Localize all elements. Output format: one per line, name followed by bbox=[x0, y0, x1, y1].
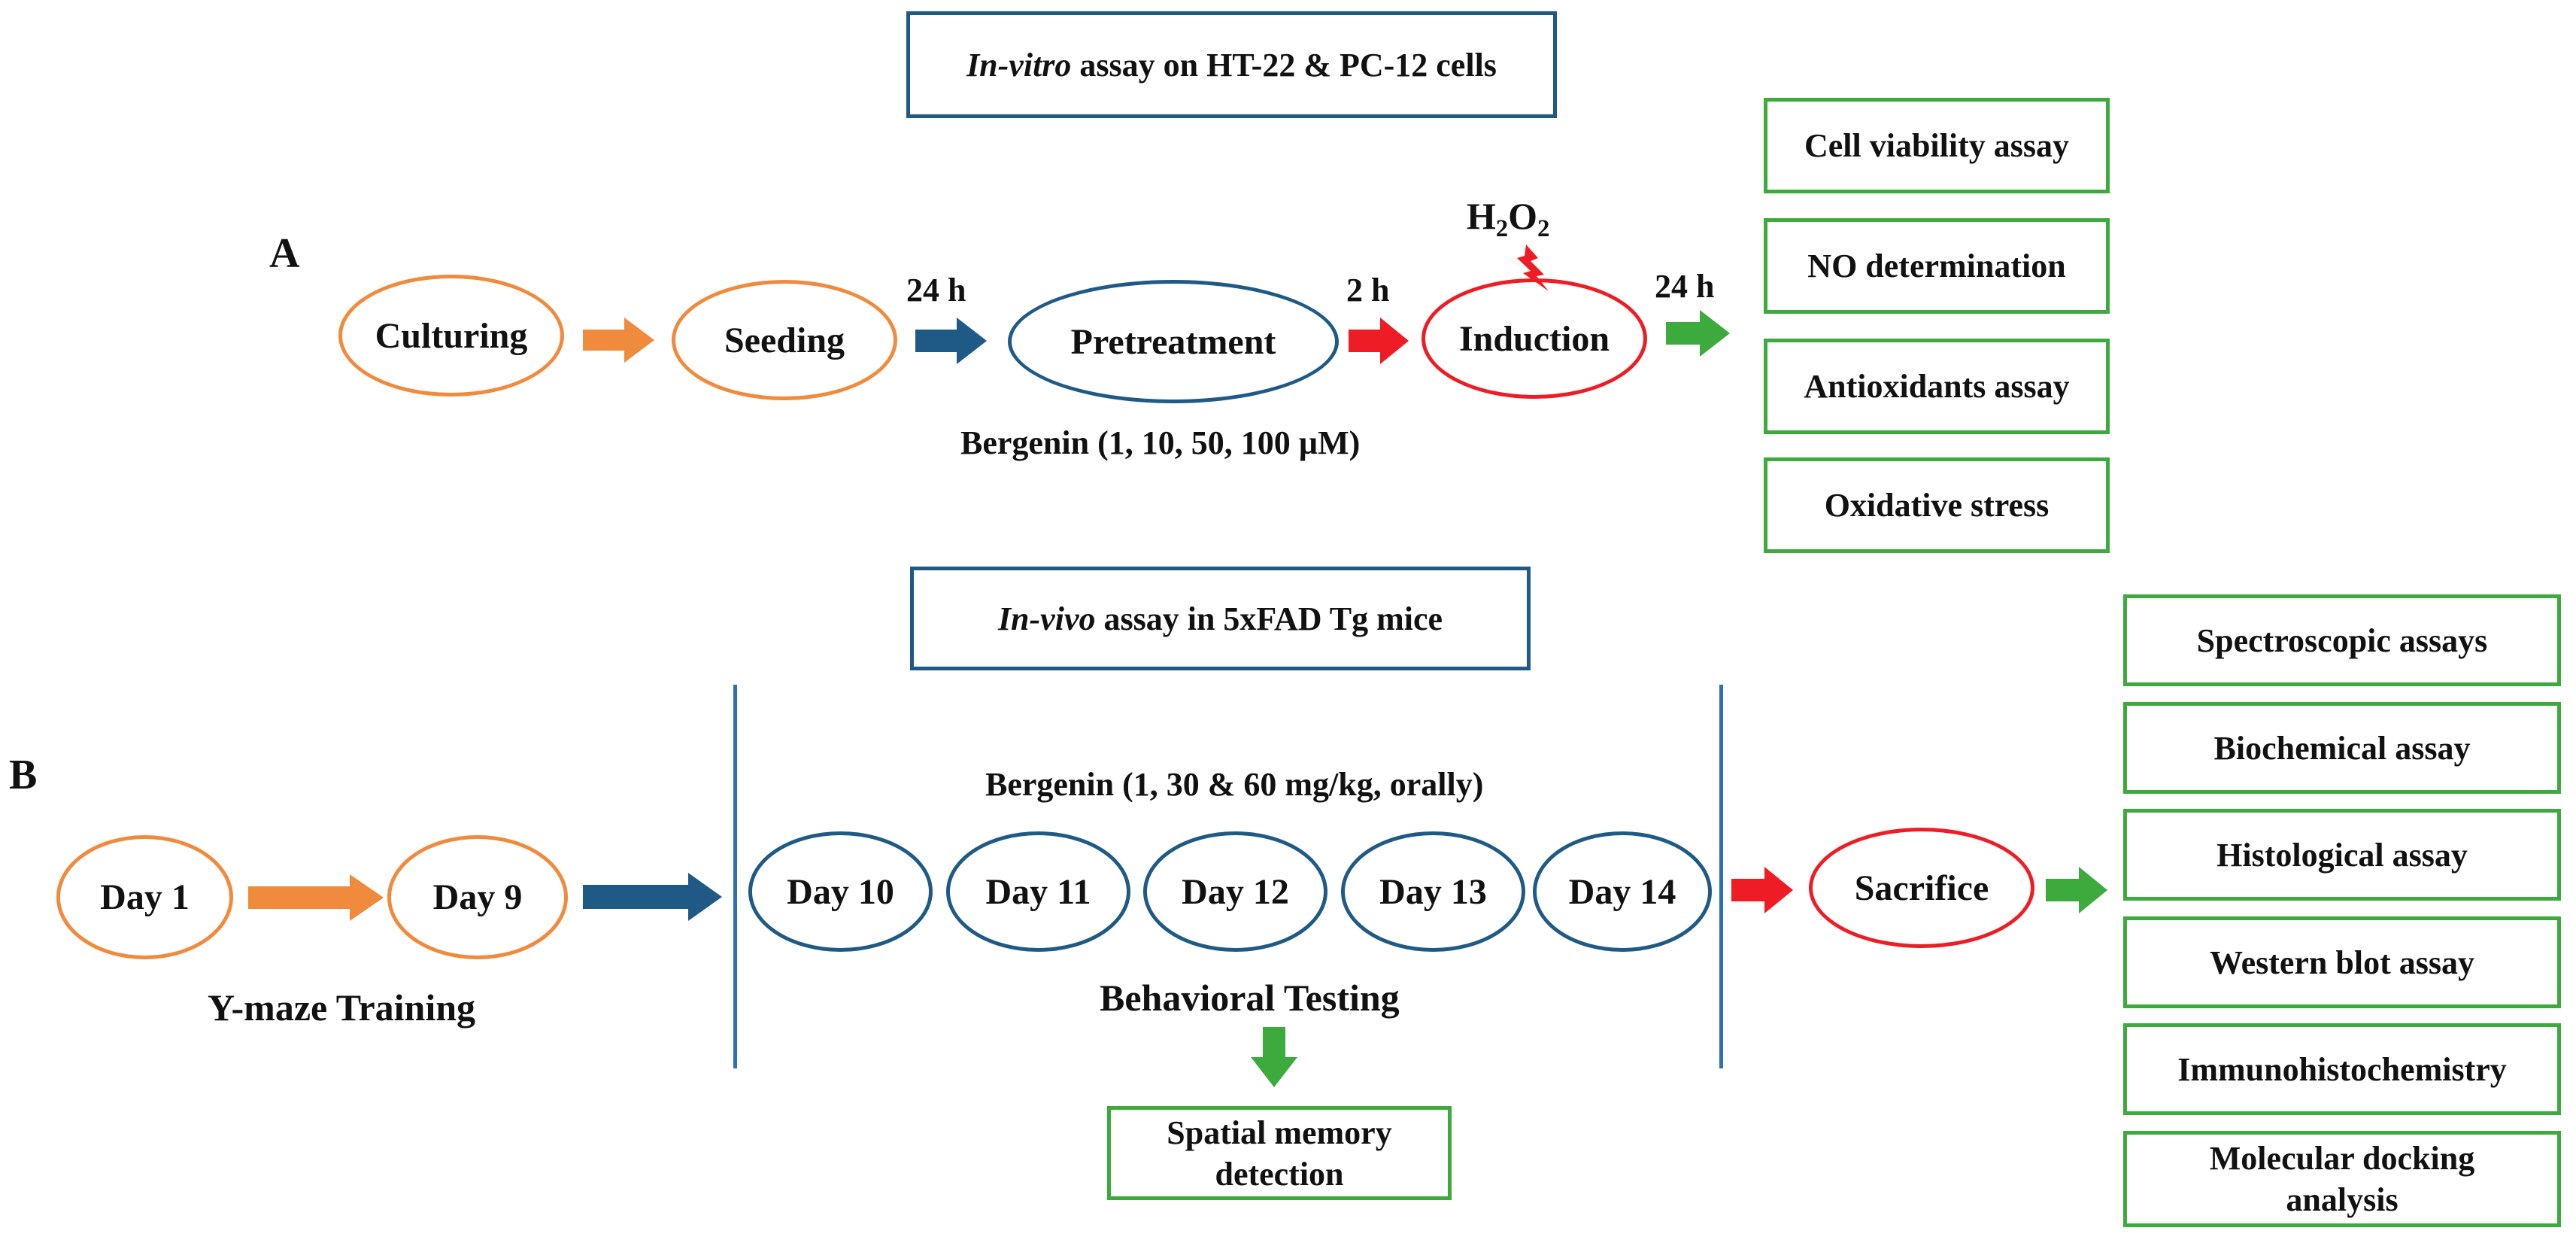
arrow-seeding-pretreatment bbox=[915, 318, 987, 364]
step-culturing: Culturing bbox=[338, 275, 564, 397]
outcome-b-5: Immunohistochemistry bbox=[2123, 1023, 2561, 1115]
arrow-day14-sacrifice bbox=[1731, 867, 1793, 913]
outcome-b-3: Histological assay bbox=[2123, 809, 2561, 901]
panel-a-title-italic: In-vitro bbox=[966, 46, 1072, 84]
training-day-1: Day 1 bbox=[56, 835, 233, 959]
panel-a-letter: A bbox=[269, 230, 300, 277]
step-seeding: Seeding bbox=[672, 280, 897, 400]
outcome-b-4: Western blot assay bbox=[2123, 916, 2561, 1008]
outcome-b-1: Spectroscopic assays bbox=[2123, 594, 2561, 686]
arrow-induction-outcomes bbox=[1666, 310, 1730, 357]
arrow-pretreatment-induction bbox=[1349, 318, 1409, 364]
outcome-b-2: Biochemical assay bbox=[2123, 702, 2561, 794]
arrow-training-treatment bbox=[583, 873, 722, 921]
arrow-sacrifice-outcomes bbox=[2046, 867, 2107, 913]
outcome-a-4: Oxidative stress bbox=[1764, 457, 2110, 553]
panel-b-title-rest: assay in 5xFAD Tg mice bbox=[1095, 600, 1443, 637]
test-day-10: Day 10 bbox=[748, 831, 933, 952]
panel-b-letter: B bbox=[9, 752, 38, 798]
panel-a-title: In-vitro assay on HT-22 & PC-12 cells bbox=[906, 11, 1557, 118]
arrow-culturing-seeding bbox=[583, 318, 654, 363]
inducer-label: H2O2 bbox=[1467, 195, 1550, 242]
step-pretreatment: Pretreatment bbox=[1008, 280, 1339, 403]
lightning-icon bbox=[1517, 245, 1549, 291]
time-label-2h: 2 h bbox=[1346, 272, 1390, 308]
time-label-24h-b: 24 h bbox=[1655, 268, 1715, 305]
arrow-day1-day9 bbox=[248, 874, 384, 921]
outcome-a-2: NO determination bbox=[1764, 218, 2110, 314]
divider-left bbox=[733, 685, 737, 1068]
training-label: Y-maze Training bbox=[208, 986, 476, 1029]
divider-right bbox=[1719, 685, 1723, 1068]
sacrifice-node: Sacrifice bbox=[1809, 828, 2034, 948]
training-day-9: Day 9 bbox=[387, 835, 568, 959]
test-day-13: Day 13 bbox=[1341, 831, 1525, 952]
arrow-testing-memory bbox=[1251, 1027, 1297, 1087]
panel-a-title-rest: assay on HT-22 & PC-12 cells bbox=[1071, 46, 1497, 84]
panel-b-title-italic: In-vivo bbox=[997, 600, 1096, 637]
test-day-12: Day 12 bbox=[1143, 831, 1327, 952]
outcome-a-1: Cell viability assay bbox=[1764, 98, 2110, 193]
treatment-label-a: Bergenin (1, 10, 50, 100 µM) bbox=[960, 424, 1361, 461]
outcome-a-3: Antioxidants assay bbox=[1764, 339, 2110, 434]
step-induction: Induction bbox=[1422, 278, 1647, 399]
testing-label: Behavioral Testing bbox=[1100, 977, 1400, 1019]
outcome-b-6: Molecular docking analysis bbox=[2123, 1131, 2561, 1227]
test-day-11: Day 11 bbox=[946, 831, 1130, 952]
panel-b-title: In-vivo assay in 5xFAD Tg mice bbox=[910, 567, 1531, 670]
memory-detection-box: Spatial memory detection bbox=[1107, 1106, 1452, 1200]
test-day-14: Day 14 bbox=[1533, 831, 1712, 952]
time-label-24h-a: 24 h bbox=[906, 272, 966, 308]
treatment-label-b: Bergenin (1, 30 & 60 mg/kg, orally) bbox=[985, 766, 1484, 803]
